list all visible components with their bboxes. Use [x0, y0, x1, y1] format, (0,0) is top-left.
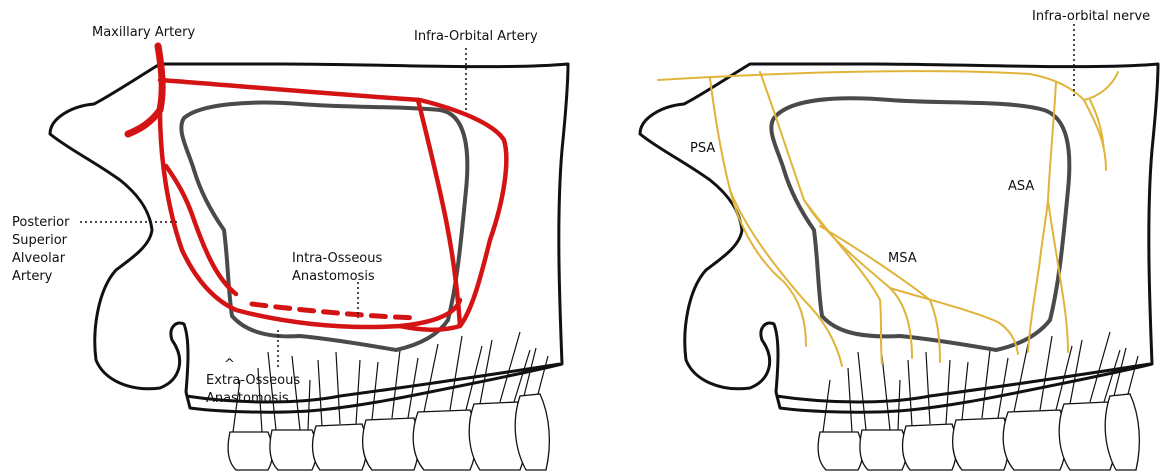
- label-psaa-4: Artery: [12, 269, 53, 284]
- msa-branch-2: [820, 226, 940, 362]
- label-extra-osseous-1: Extra-Osseous: [206, 373, 300, 388]
- psa-nerve: [710, 78, 806, 346]
- label-asa: ASA: [1008, 179, 1034, 194]
- intra-osseous-anastomosis: [252, 304, 418, 318]
- label-psa: PSA: [690, 141, 715, 156]
- msa-branch-1: [804, 200, 882, 364]
- nerve-panel: Infra-orbital nerve PSA ASA MSA: [640, 9, 1158, 470]
- maxillary-artery: [128, 46, 162, 134]
- label-intra-osseous-1: Intra-Osseous: [292, 251, 383, 266]
- infra-orbital-nerve: [658, 71, 1118, 100]
- arterial-panel: Maxillary Artery Infra-Orbital Artery Po…: [12, 25, 568, 470]
- label-psaa-3: Alveolar: [12, 251, 66, 266]
- infra-orbital-nerve-branch: [1084, 100, 1106, 170]
- psaa-trunk: [160, 110, 460, 327]
- psa-branch-1: [730, 190, 842, 366]
- caret-mark: ^: [224, 357, 235, 372]
- alveolar-line-right: [776, 364, 1150, 402]
- label-maxillary-artery: Maxillary Artery: [92, 25, 196, 40]
- label-msa: MSA: [888, 251, 917, 266]
- label-extra-osseous-2: Anastomosis: [206, 391, 289, 406]
- label-psaa-1: Posterior: [12, 215, 70, 230]
- maxilla-outline-right: [640, 64, 1158, 412]
- label-infra-orbital-nerve: Infra-orbital nerve: [1032, 9, 1150, 24]
- label-psaa-2: Superior: [12, 233, 68, 248]
- label-infra-orbital-artery: Infra-Orbital Artery: [414, 29, 538, 44]
- msa-nerve: [760, 72, 912, 358]
- label-intra-osseous-2: Anastomosis: [292, 269, 375, 284]
- arteries: [128, 46, 506, 330]
